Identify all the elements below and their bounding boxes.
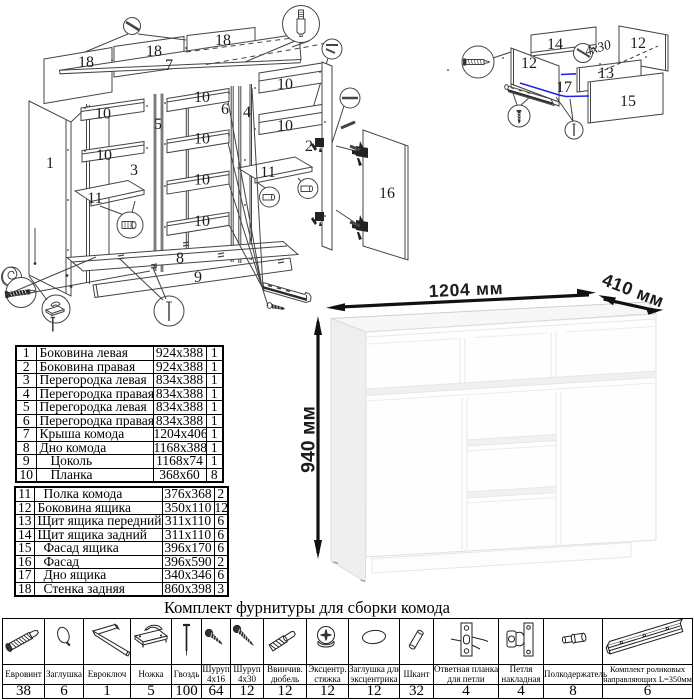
svg-text:10: 10 <box>194 130 210 147</box>
svg-text:10: 10 <box>277 118 293 135</box>
svg-text:10: 10 <box>194 172 210 189</box>
svg-text:7: 7 <box>165 57 173 74</box>
svg-text:12: 12 <box>630 35 646 52</box>
svg-text:11: 11 <box>87 190 102 207</box>
svg-text:8: 8 <box>176 250 184 267</box>
svg-text:18: 18 <box>215 32 231 49</box>
svg-text:9: 9 <box>194 269 202 286</box>
svg-text:17: 17 <box>556 79 572 96</box>
svg-text:10: 10 <box>95 106 111 123</box>
svg-text:10: 10 <box>277 76 293 93</box>
svg-text:2: 2 <box>305 138 313 155</box>
svg-text:6: 6 <box>221 101 229 118</box>
svg-text:14: 14 <box>547 36 563 53</box>
svg-text:18: 18 <box>146 43 162 60</box>
svg-text:13: 13 <box>598 65 614 82</box>
svg-text:15: 15 <box>620 93 636 110</box>
svg-text:10: 10 <box>96 147 112 164</box>
svg-text:12: 12 <box>521 55 537 72</box>
svg-text:5: 5 <box>154 116 162 133</box>
svg-text:1: 1 <box>46 155 54 172</box>
svg-text:4: 4 <box>243 104 251 121</box>
svg-text:18: 18 <box>78 54 94 71</box>
svg-text:11: 11 <box>260 164 275 181</box>
svg-text:4х30: 4х30 <box>583 37 613 59</box>
svg-text:10: 10 <box>194 89 210 106</box>
svg-text:16: 16 <box>379 185 395 202</box>
svg-text:940 мм: 940 мм <box>298 406 320 473</box>
svg-text:1204 мм: 1204 мм <box>428 278 503 301</box>
svg-text:10: 10 <box>194 213 210 230</box>
svg-text:3: 3 <box>130 162 138 179</box>
